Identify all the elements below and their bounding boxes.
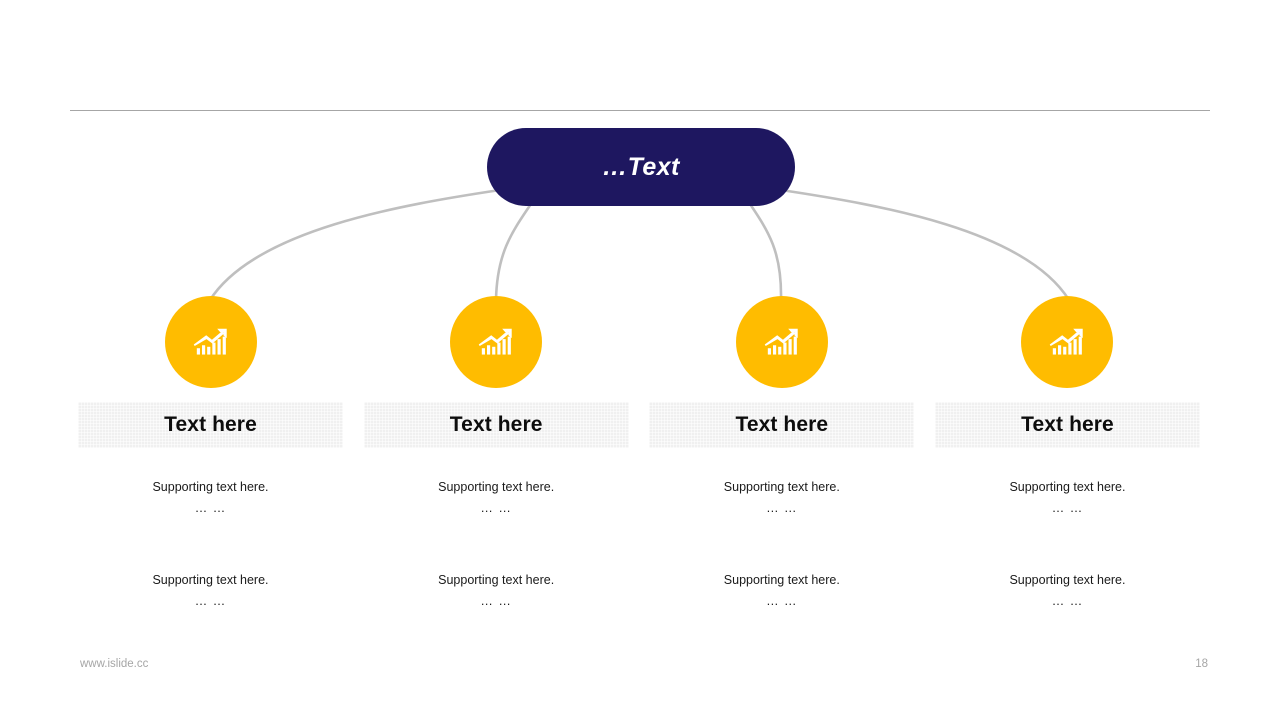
column-4: Text here Supporting text here. … … Supp… <box>934 296 1200 616</box>
growth-chart-icon <box>1050 328 1084 355</box>
support-dots-3-1: … … <box>766 500 798 515</box>
support-dots-4-2: … … <box>1051 593 1084 608</box>
support-dots-1-1: … … <box>194 500 227 515</box>
growth-chart-icon <box>764 328 798 355</box>
support-block-4-1: Supporting text here. … … <box>935 477 1200 518</box>
connector-path-4 <box>779 188 1071 302</box>
support-text-2-2: Supporting text here. <box>438 573 555 588</box>
title-label-2: Text here <box>449 413 543 436</box>
column-1: Text here Supporting text here. … … Supp… <box>78 296 343 616</box>
icon-circle-2[interactable] <box>450 296 543 388</box>
hub-pill-label: …Text <box>602 152 680 181</box>
footer-website[interactable]: www.islide.cc <box>80 658 149 670</box>
support-dots-3-2: … … <box>766 593 798 608</box>
support-block-3-1: Supporting text here. … … <box>649 477 914 518</box>
support-text-2-1: Supporting text here. <box>438 480 555 494</box>
connector-path-1 <box>208 188 502 302</box>
support-dots-2-2: … … <box>480 593 512 608</box>
icon-circle-4[interactable] <box>1021 296 1114 388</box>
support-block-3-2: Supporting text here. … … <box>649 570 914 611</box>
connector-path-3 <box>746 199 783 302</box>
support-text-4-1: Supporting text here. <box>1009 480 1126 494</box>
columns-row: Text here Supporting text here. … … Supp… <box>78 296 1200 616</box>
title-label-3: Text here <box>735 413 829 436</box>
icon-circle-1[interactable] <box>164 296 257 388</box>
title-box-1[interactable]: Text here <box>78 402 343 448</box>
support-text-3-1: Supporting text here. <box>723 480 840 494</box>
title-box-2[interactable]: Text here <box>363 402 629 448</box>
header-divider <box>70 110 1210 111</box>
support-block-1-2: Supporting text here. … … <box>78 570 343 611</box>
title-label-1: Text here <box>164 413 257 436</box>
column-2: Text here Supporting text here. … … Supp… <box>363 296 629 616</box>
growth-chart-icon <box>478 328 512 355</box>
title-label-4: Text here <box>1021 413 1114 436</box>
support-dots-4-1: … … <box>1051 500 1084 515</box>
support-text-1-1: Supporting text here. <box>152 480 269 494</box>
title-box-4[interactable]: Text here <box>934 402 1200 448</box>
support-block-1-1: Supporting text here. … … <box>78 477 343 518</box>
support-block-2-1: Supporting text here. … … <box>364 477 629 518</box>
icon-circle-3[interactable] <box>735 296 828 388</box>
growth-chart-icon <box>193 328 227 355</box>
column-3: Text here Supporting text here. … … Supp… <box>649 296 915 616</box>
hub-pill[interactable]: …Text <box>487 128 795 206</box>
footer-page-number: 18 <box>1195 658 1208 670</box>
support-dots-2-1: … … <box>480 500 512 515</box>
title-box-3[interactable]: Text here <box>649 402 915 448</box>
support-block-4-2: Supporting text here. … … <box>935 570 1200 611</box>
support-text-1-2: Supporting text here. <box>152 573 269 588</box>
support-text-4-2: Supporting text here. <box>1009 573 1126 588</box>
connector-path-2 <box>494 199 535 302</box>
support-dots-1-2: … … <box>194 593 227 608</box>
support-block-2-2: Supporting text here. … … <box>364 570 629 611</box>
support-text-3-2: Supporting text here. <box>723 573 840 588</box>
